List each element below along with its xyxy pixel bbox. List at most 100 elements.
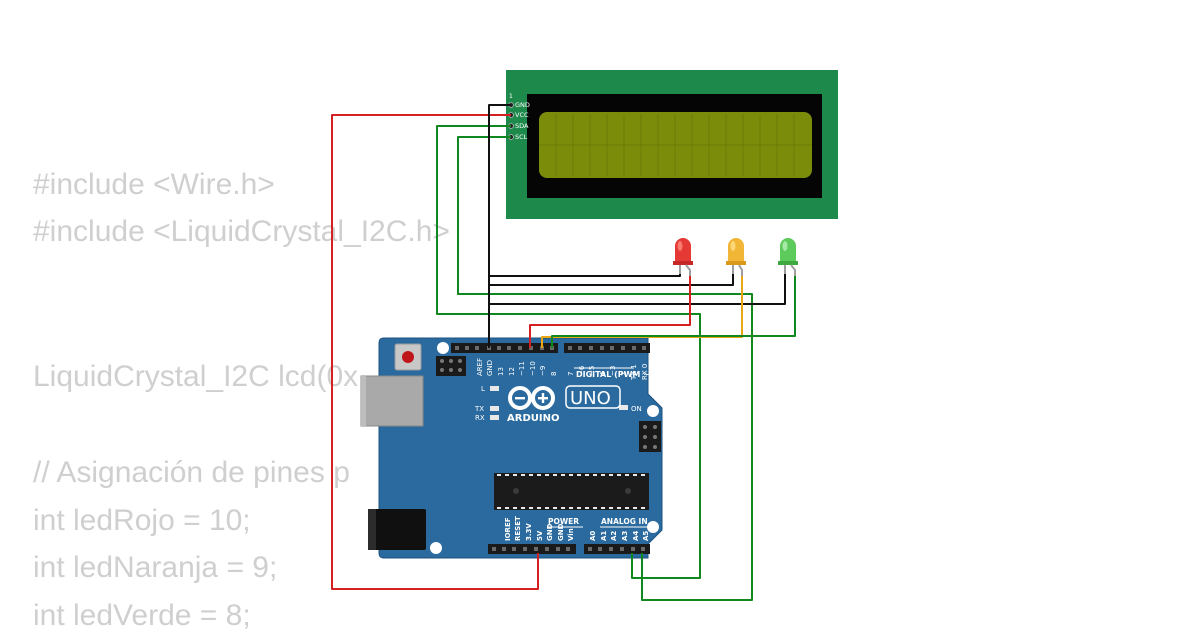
code-line-include-wire: #include <Wire.h> — [33, 168, 275, 201]
analog-pin-labels: A0 A1 A2 A3 A4 A5 — [589, 531, 650, 541]
code-line-led-verde: int ledVerde = 8; — [33, 599, 251, 632]
pin-label-5: ~5 — [588, 366, 596, 376]
lcd-character-grid — [539, 114, 812, 176]
led-orange-body — [728, 238, 744, 262]
dc-power-jack-edge — [368, 509, 376, 550]
code-line-include-lcd: #include <LiquidCrystal_I2C.h> — [33, 215, 450, 248]
pin-label-11: ~11 — [518, 361, 526, 376]
uno-badge — [565, 385, 621, 409]
usb-connector-edge — [361, 376, 366, 426]
pin-label-4: 4 — [599, 371, 607, 376]
led-tx — [490, 406, 499, 411]
analog-in-label: ANALOG IN — [601, 517, 648, 526]
arduino-brand-label: ARDUINO — [507, 413, 559, 424]
icsp-header-right — [639, 421, 661, 452]
digital-pwm-label: DIGITAL (PWM ~) — [576, 370, 654, 379]
led-red-highlight — [677, 241, 683, 251]
code-line-comment: // Asignación de pines p — [33, 456, 350, 489]
lcd-pin-label-sda: SDA — [515, 122, 529, 130]
digital-pin-labels: AREF GND 13 12 ~11 ~10 ~9 8 7 ~6 ~5 4 ~3… — [476, 358, 649, 381]
pin-label-ioref: IOREF — [504, 517, 512, 541]
arduino-infinity-logo-icon — [508, 386, 555, 410]
wire-red-led-gnd[interactable] — [489, 274, 681, 277]
led-l — [490, 386, 499, 391]
led-on-label: ON — [631, 405, 642, 413]
wire-lcd-gnd[interactable] — [488, 104, 511, 348]
lcd-pin-label-gnd: GND — [515, 101, 530, 109]
pin-label-7: 7 — [567, 372, 575, 376]
digital-header-left — [451, 343, 558, 353]
led-red-anode — [685, 264, 691, 276]
led-green-highlight — [782, 241, 788, 251]
led-rx — [490, 415, 499, 420]
led-on — [619, 405, 628, 410]
led-green-anode — [790, 264, 796, 276]
lcd-pin-one-label: 1 — [509, 93, 513, 100]
led-green-body — [780, 238, 796, 262]
pin-label-vin: Vin — [567, 528, 575, 541]
power-label: POWER — [548, 517, 579, 526]
led-l-label: L — [481, 385, 485, 393]
mounting-hole — [437, 342, 449, 354]
wire-green-led-gnd[interactable] — [489, 274, 786, 305]
led-red[interactable] — [673, 238, 693, 276]
pin-label-rx: RX 0 — [641, 364, 649, 380]
led-green-rim — [778, 261, 798, 265]
lcd-pin-label-vcc: VCC — [515, 111, 529, 119]
usb-connector — [360, 375, 424, 427]
pin-label-a5: A5 — [642, 531, 650, 541]
pin-label-gnd: GND — [486, 360, 494, 376]
pin-label-a2: A2 — [610, 531, 618, 541]
uno-label: UNO — [570, 388, 611, 409]
power-pin-labels: IOREF RESET 3.3V 5V GND GND Vin — [504, 516, 575, 541]
led-green[interactable] — [778, 238, 798, 276]
wire-orange-led-gnd[interactable] — [489, 274, 734, 286]
lcd-pin-label-scl: SCL — [515, 133, 528, 141]
pin-label-a3: A3 — [621, 531, 629, 541]
pin-label-tx: TX 1 — [630, 364, 638, 381]
power-header — [488, 544, 576, 554]
pin-label-reset: RESET — [514, 516, 522, 541]
led-orange-anode — [738, 264, 743, 276]
pin-label-aref: AREF — [476, 358, 484, 376]
arduino-uno-board[interactable]: AREF GND 13 12 ~11 ~10 ~9 8 7 ~6 ~5 4 ~3… — [360, 337, 663, 559]
led-red-rim — [673, 261, 693, 265]
reset-button-cap — [402, 351, 414, 363]
wire-green-led-to-pin8[interactable] — [551, 276, 796, 348]
code-line-lcd-decl: LiquidCrystal_I2C lcd(0x — [33, 360, 359, 393]
lcd-display[interactable]: 1 GND VCC SDA SCL — [506, 70, 838, 219]
wire-vcc-to-5v[interactable] — [331, 114, 539, 590]
led-orange[interactable] — [726, 238, 746, 276]
pin-label-8: 8 — [550, 372, 558, 376]
wire-orange-led-to-pin9[interactable] — [541, 276, 743, 348]
mounting-hole — [430, 542, 442, 554]
led-red-body — [675, 238, 691, 262]
wire-sda-to-a4[interactable] — [436, 125, 701, 579]
pin-label-10: ~10 — [529, 361, 537, 376]
pin-label-12: 12 — [508, 367, 516, 376]
icsp-header-usb — [436, 356, 466, 376]
pin-label-gnd-2: GND — [557, 523, 565, 541]
pin-label-gnd-1: GND — [546, 523, 554, 541]
pin-label-a1: A1 — [600, 531, 608, 541]
digital-header-right — [564, 343, 650, 353]
pin-label-2: 2 — [620, 372, 628, 376]
dc-power-jack — [368, 509, 426, 550]
led-rx-label: RX — [475, 414, 485, 422]
pin-label-a4: A4 — [632, 531, 640, 541]
mounting-hole — [647, 405, 659, 417]
analog-header — [584, 544, 650, 554]
led-orange-rim — [726, 261, 746, 265]
pin-label-3: ~3 — [609, 366, 617, 376]
pin-label-3v3: 3.3V — [525, 523, 533, 541]
pin-label-13: 13 — [497, 367, 505, 376]
wire-scl-to-a5[interactable] — [457, 136, 753, 601]
wire-red-led-to-pin10[interactable] — [529, 276, 691, 348]
pin-label-a0: A0 — [589, 531, 597, 541]
atmega-chip — [494, 473, 649, 510]
pin-label-9: ~9 — [539, 366, 547, 376]
led-orange-highlight — [730, 241, 736, 251]
bottom-header-pins — [492, 547, 645, 551]
